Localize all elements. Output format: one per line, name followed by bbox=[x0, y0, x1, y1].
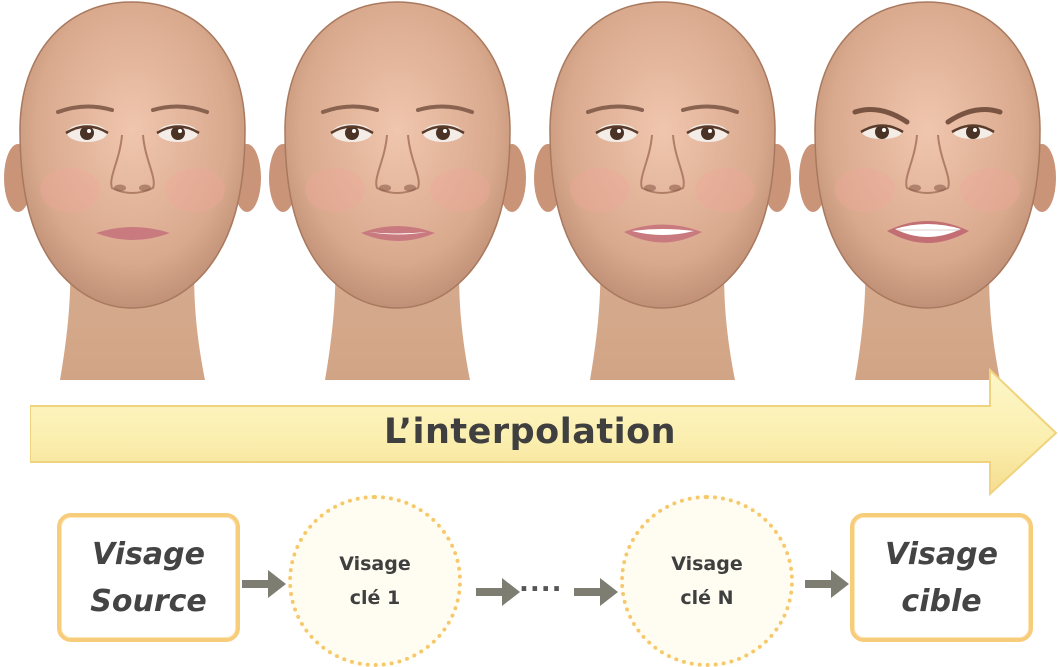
head bbox=[550, 2, 775, 308]
right-cheek bbox=[430, 168, 490, 212]
right-eye-highlight bbox=[178, 129, 182, 133]
keyn-line1: Visage bbox=[671, 547, 743, 581]
left-nostril bbox=[114, 185, 126, 192]
arrow-right-icon bbox=[803, 566, 851, 602]
left-eye-highlight bbox=[352, 129, 356, 133]
head bbox=[20, 2, 245, 308]
left-eye-highlight bbox=[882, 128, 886, 132]
right-nostril bbox=[404, 185, 416, 192]
arrow-right-icon bbox=[572, 574, 620, 610]
right-nostril bbox=[669, 185, 681, 192]
left-cheek bbox=[40, 168, 100, 212]
keyn-line2: clé N bbox=[680, 581, 733, 615]
left-eye-highlight bbox=[87, 129, 91, 133]
right-nostril bbox=[139, 185, 151, 192]
right-cheek bbox=[695, 168, 755, 212]
right-nostril bbox=[934, 185, 946, 192]
left-nostril bbox=[644, 185, 656, 192]
key-face-n-circle: Visage clé N bbox=[620, 495, 794, 667]
source-face-box: Visage Source bbox=[57, 513, 240, 642]
right-eye-highlight bbox=[973, 128, 977, 132]
left-cheek bbox=[570, 168, 630, 212]
key1-line2: clé 1 bbox=[350, 581, 401, 615]
interpolation-arrow: L’interpolation bbox=[30, 366, 1058, 496]
head bbox=[815, 2, 1040, 308]
left-cheek bbox=[835, 168, 895, 212]
key1-line1: Visage bbox=[339, 547, 411, 581]
target-face-box: Visage cible bbox=[850, 513, 1033, 642]
face-key-n bbox=[530, 0, 795, 385]
arrow-right-icon bbox=[240, 566, 288, 602]
face-key-1 bbox=[265, 0, 530, 385]
head bbox=[285, 2, 510, 308]
face-sequence bbox=[0, 0, 1058, 385]
left-nostril bbox=[909, 185, 921, 192]
right-cheek bbox=[960, 168, 1020, 212]
right-eye-highlight bbox=[443, 129, 447, 133]
interpolation-label: L’interpolation bbox=[30, 412, 1030, 452]
target-line2: cible bbox=[901, 578, 981, 625]
face-target bbox=[795, 0, 1058, 385]
left-cheek bbox=[305, 168, 365, 212]
face-source bbox=[0, 0, 265, 385]
right-cheek bbox=[165, 168, 225, 212]
target-line1: Visage bbox=[885, 531, 998, 578]
ellipsis: .... bbox=[519, 568, 563, 598]
left-eye-highlight bbox=[617, 129, 621, 133]
source-line1: Visage bbox=[92, 531, 205, 578]
right-eye-highlight bbox=[708, 129, 712, 133]
source-line2: Source bbox=[90, 578, 207, 625]
key-face-1-circle: Visage clé 1 bbox=[288, 495, 462, 667]
arrow-right-icon bbox=[474, 574, 522, 610]
left-nostril bbox=[379, 185, 391, 192]
